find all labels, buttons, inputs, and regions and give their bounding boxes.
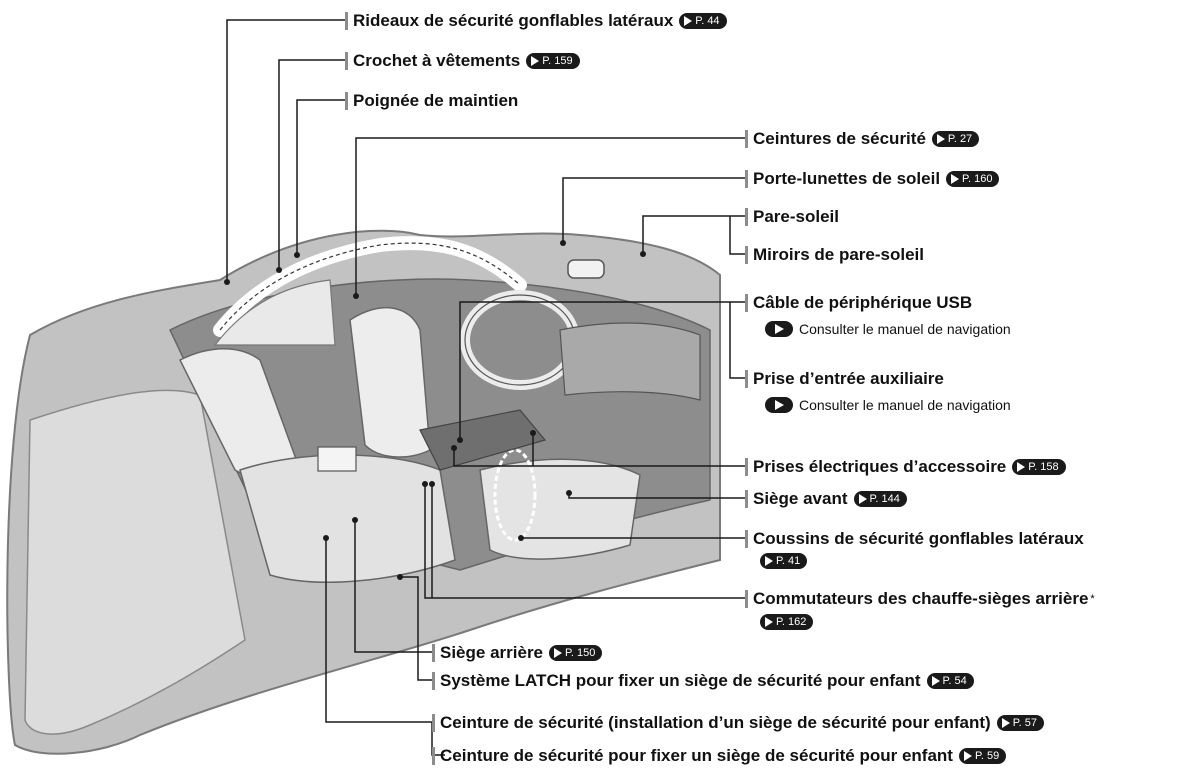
label-seat-belt-child: Ceinture de sécurité pour fixer un siège…: [432, 746, 1007, 766]
page-ref-badge[interactable]: P. 159: [526, 53, 580, 69]
arrow-right-icon: [765, 556, 773, 566]
dashboard: [559, 322, 701, 401]
arrow-right-icon: [531, 56, 540, 66]
label-usb-cable: Câble de périphérique USB: [745, 293, 972, 313]
page-ref-badge[interactable]: P. 41: [760, 553, 808, 569]
arrow-right-icon: [554, 648, 563, 658]
arrow-right-icon: [858, 494, 867, 504]
label-sun-visors: Pare-soleil: [745, 207, 839, 227]
arrow-right-icon: [765, 617, 773, 627]
label-accessory-sockets: Prises électriques d’accessoire P. 158: [745, 457, 1066, 477]
label-side-curtain-airbags: Rideaux de sécurité gonflables latéraux …: [345, 11, 727, 31]
rear-view-mirror: [567, 259, 605, 279]
arrow-right-icon: [931, 676, 940, 686]
page-ref-badge[interactable]: P. 150: [549, 645, 603, 661]
label-coat-hook: Crochet à vêtements P. 159: [345, 51, 580, 71]
arrow-right-icon: [684, 16, 693, 26]
rear-seat-cushion: [239, 454, 456, 583]
leader-lines: [226, 19, 745, 756]
page-ref-badge[interactable]: P. 27: [931, 131, 980, 147]
page-ref-badge[interactable]: P. 44: [679, 13, 727, 29]
label-aux-jack: Prise d’entrée auxiliaire: [745, 369, 944, 389]
arrow-right-icon: [1017, 462, 1026, 472]
label-side-airbags: Coussins de sécurité gonflables latéraux: [745, 529, 1084, 549]
note-aux-jack: Consulter le manuel de navigation: [765, 397, 1011, 413]
trunk-floor: [24, 389, 246, 735]
page-ref-badge[interactable]: P. 160: [946, 171, 1000, 187]
front-seat-cushion: [479, 458, 641, 560]
label-front-seat: Siège avant P. 144: [745, 489, 907, 509]
page-ref-badge[interactable]: P. 158: [1012, 459, 1066, 475]
arrow-right-icon: [936, 134, 945, 144]
anchor-points: [224, 240, 646, 580]
arrow-right-icon: [765, 397, 793, 413]
note-usb-cable: Consulter le manuel de navigation: [765, 321, 1011, 337]
arrow-right-icon: [765, 321, 793, 337]
label-vanity-mirrors: Miroirs de pare-soleil: [745, 245, 924, 265]
page-ref-badge[interactable]: P. 162: [760, 614, 814, 630]
rear-window: [213, 279, 336, 346]
arrow-right-icon: [963, 751, 972, 761]
page-ref-badge[interactable]: P. 54: [926, 673, 974, 689]
page-ref-badge[interactable]: P. 57: [996, 715, 1044, 731]
page-ref-badge[interactable]: P. 59: [958, 748, 1007, 764]
rear-armrest-cupholder: [317, 446, 357, 472]
label-seat-belts: Ceintures de sécurité P. 27: [745, 129, 980, 149]
center-console: [419, 409, 547, 471]
ref-rear-seat-heaters: P. 162: [760, 614, 814, 630]
label-grab-handle: Poignée de maintien: [345, 91, 518, 111]
footnote-mark: *: [1090, 593, 1095, 605]
label-sunglasses-holder: Porte-lunettes de soleil P. 160: [745, 169, 1000, 189]
page-ref-badge[interactable]: P. 144: [853, 491, 907, 507]
arrow-right-icon: [951, 174, 960, 184]
label-rear-seat: Siège arrière P. 150: [432, 643, 603, 663]
front-side-airbag-outline: [493, 448, 537, 542]
label-seat-belt-install: Ceinture de sécurité (installation d’un …: [432, 713, 1044, 733]
front-seat-back: [349, 306, 431, 458]
arrow-right-icon: [1001, 718, 1010, 728]
ref-side-airbags: P. 41: [760, 553, 808, 569]
label-latch-system: Système LATCH pour fixer un siège de séc…: [432, 671, 974, 691]
label-rear-seat-heaters: Commutateurs des chauffe-sièges arrière*: [745, 589, 1095, 609]
